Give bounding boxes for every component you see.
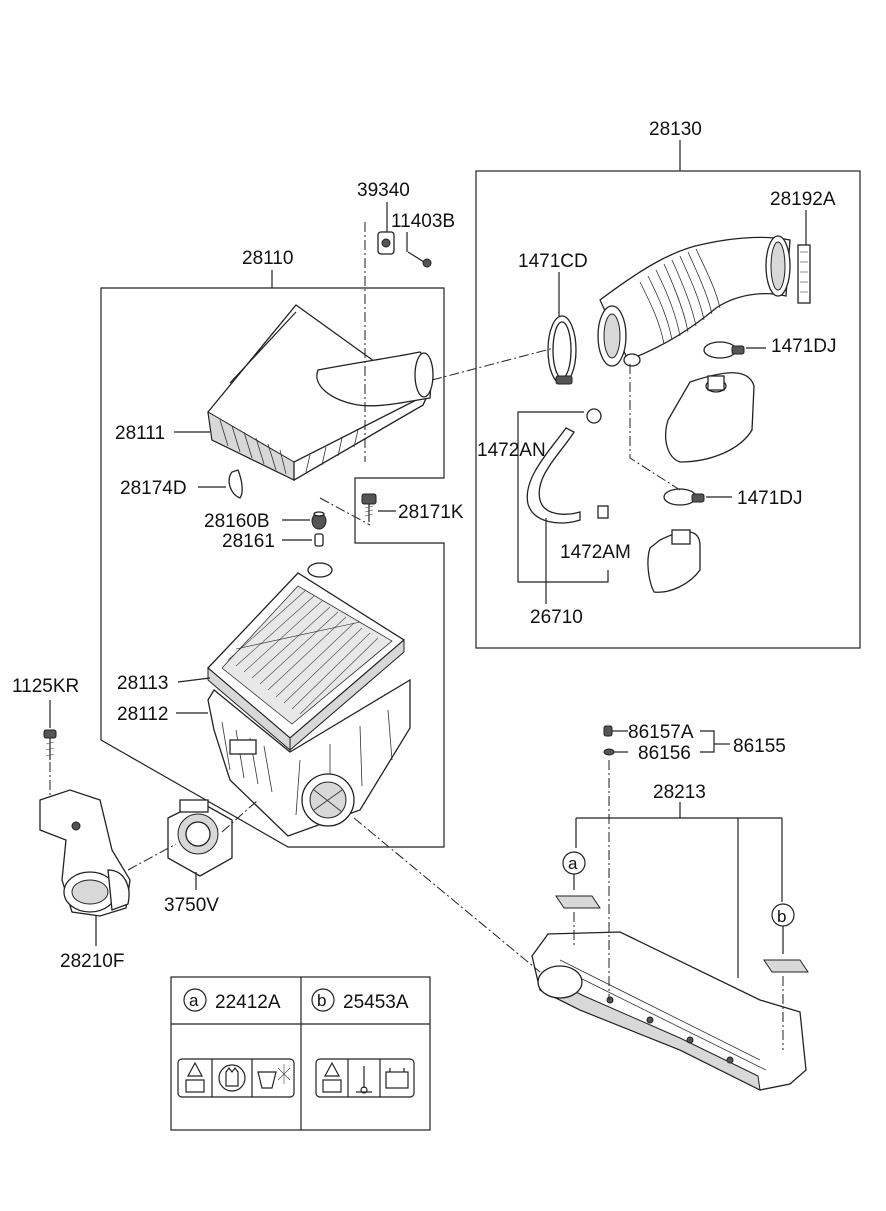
part-label-28171K: 28171K [398, 502, 464, 523]
part-label-1125KR: 1125KR [12, 676, 79, 697]
part-label-28130: 28130 [649, 119, 702, 140]
part-label-1471DJ-upper: 1471DJ [771, 336, 837, 357]
sensor-bolt [407, 251, 432, 268]
part-label-1472AN: 1472AN [477, 440, 546, 461]
part-label-28213: 28213 [653, 782, 706, 803]
breather-hose-26710 [526, 408, 609, 524]
legend-b-part: 25453A [343, 992, 409, 1013]
bracket-28213 [575, 802, 783, 978]
part-label-28174D: 28174D [120, 478, 187, 499]
part-label-86157A: 86157A [628, 722, 694, 743]
label-b-placement [763, 959, 809, 973]
callout-a-letter: a [568, 854, 578, 873]
legend-a-part: 22412A [215, 992, 281, 1013]
clip-86157A [603, 725, 628, 737]
bracket-86155 [700, 730, 730, 753]
callout-b-letter: b [777, 907, 786, 926]
part-label-86155: 86155 [733, 736, 786, 757]
air-filter-element [207, 562, 406, 752]
label-legend-table [170, 976, 431, 1131]
part-label-28110: 28110 [242, 248, 293, 269]
hose-clamp-1471CD [547, 315, 577, 385]
clip-28174D [228, 469, 243, 499]
part-label-1471CD: 1471CD [518, 251, 588, 272]
part-label-3750V: 3750V [164, 895, 219, 916]
resonator-lower [647, 529, 701, 593]
battery-tray-28213 [531, 931, 807, 1091]
bolt-1125KR [43, 729, 57, 760]
bolt-28171K [361, 493, 377, 522]
warning-label-b-icon [315, 1058, 415, 1098]
hose-clamp-1471DJ-lower [663, 488, 705, 506]
part-label-26710: 26710 [530, 607, 583, 628]
part-label-28160B: 28160B [204, 511, 270, 532]
part-label-86156: 86156 [638, 743, 691, 764]
air-duct-28210F [39, 789, 131, 917]
part-label-28192A: 28192A [770, 189, 836, 210]
band-28192A [797, 244, 811, 304]
part-label-11403B: 11403B [391, 211, 455, 232]
bracket-lines-26710 [517, 411, 609, 604]
maf-sensor [167, 799, 233, 877]
intake-hose [597, 235, 791, 367]
part-label-28113: 28113 [117, 673, 168, 694]
grommet-28160B [311, 511, 327, 530]
part-label-1472AM: 1472AM [560, 542, 631, 563]
warning-label-a-icon [177, 1058, 295, 1098]
grommet-86156 [603, 748, 628, 756]
part-label-39340: 39340 [357, 180, 410, 201]
pin-28161 [314, 533, 324, 547]
legend-a-letter: a [189, 991, 199, 1010]
label-a-placement [555, 895, 601, 909]
part-label-28161: 28161 [222, 531, 275, 552]
part-label-1471DJ-lower: 1471DJ [737, 488, 803, 509]
legend-b-letter: b [317, 991, 326, 1010]
intake-temp-sensor [377, 231, 395, 255]
air-cleaner-lower-case [207, 678, 411, 837]
part-label-28210F: 28210F [60, 951, 124, 972]
part-label-28111: 28111 [115, 423, 165, 444]
air-cleaner-cover [207, 304, 434, 482]
air-cleaner-assembly-frame [100, 287, 445, 848]
hose-clamp-1471DJ-upper [703, 341, 745, 359]
hose-assembly-frame [475, 170, 861, 649]
resonator-upper [665, 372, 755, 463]
part-label-28112: 28112 [117, 704, 168, 725]
